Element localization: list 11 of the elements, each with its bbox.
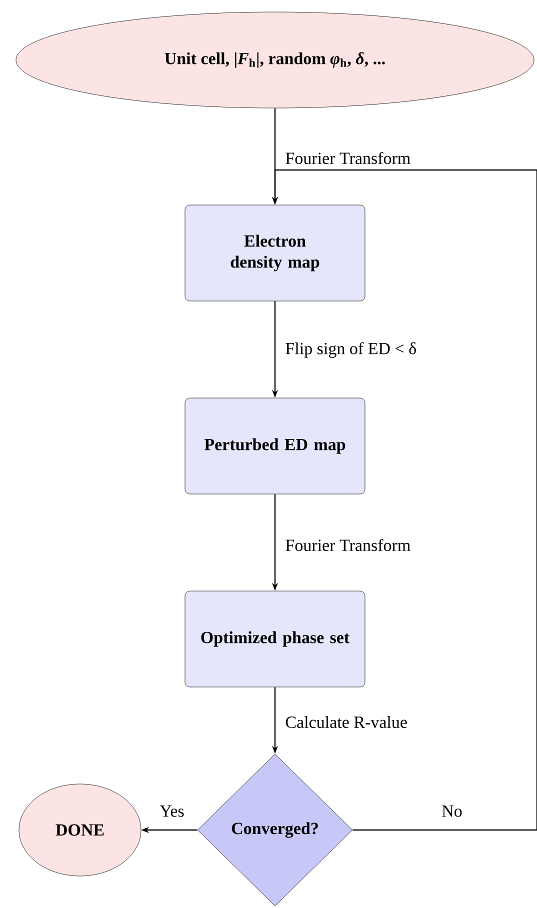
edge-label: Calculate R-value xyxy=(286,716,407,728)
ellipse-node: DONE xyxy=(18,784,142,876)
process-box: Electron density map xyxy=(184,204,366,302)
process-box: Perturbed ED map xyxy=(184,398,366,494)
edge-label: Fourier Transform xyxy=(286,538,410,552)
ellipse-node: Unit cell, |F$_{h}$|, random φ$_{h}$, δ, ... xyxy=(16,12,534,108)
edge-label: No xyxy=(442,806,462,817)
edge-label: Flip sign of ED < δ xyxy=(286,342,416,358)
edge-label: Fourier Transform xyxy=(286,152,410,164)
process-box: Optimized phase set xyxy=(184,590,366,688)
edge-label: Yes xyxy=(160,806,184,817)
